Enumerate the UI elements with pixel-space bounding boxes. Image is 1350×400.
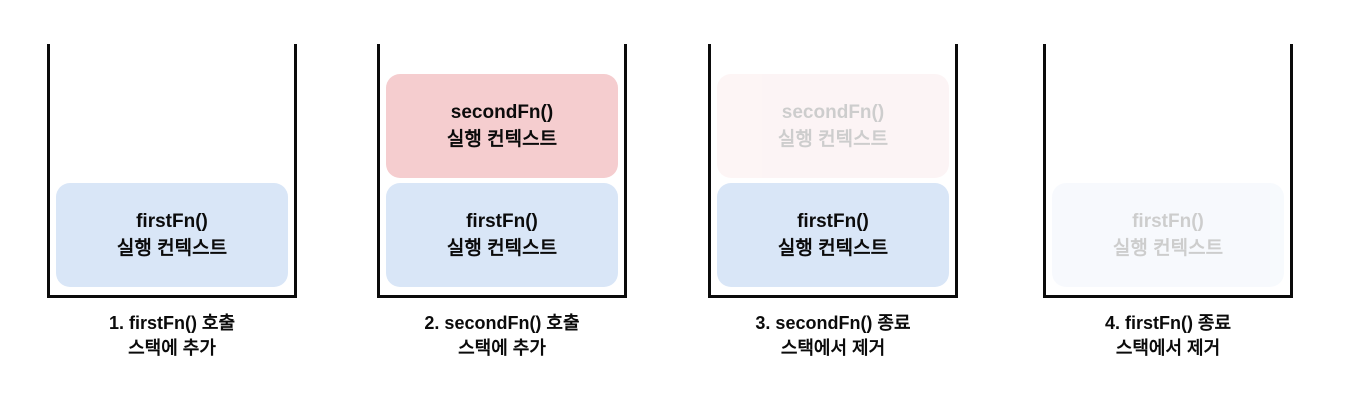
caption-line1: 4. firstFn() 종료: [1104, 313, 1232, 333]
execution-context-box-secondFn: secondFn() 실행 컨텍스트: [717, 74, 949, 178]
execution-context-box-firstFn: firstFn() 실행 컨텍스트: [1052, 183, 1284, 287]
stack-panel-step-2: secondFn() 실행 컨텍스트 firstFn() 실행 컨텍스트 2. …: [377, 44, 627, 361]
execution-context-box-firstFn: firstFn() 실행 컨텍스트: [717, 183, 949, 287]
execution-context-box-firstFn: firstFn() 실행 컨텍스트: [386, 183, 618, 287]
context-function-name: secondFn(): [450, 102, 554, 123]
panel-caption: 1. firstFn() 호출 스택에 추가: [47, 311, 297, 361]
panel-caption: 4. firstFn() 종료 스택에서 제거: [1043, 311, 1293, 361]
stack-container: secondFn() 실행 컨텍스트 firstFn() 실행 컨텍스트: [708, 44, 958, 298]
context-label: 실행 컨텍스트: [446, 129, 558, 150]
context-label: 실행 컨텍스트: [777, 129, 889, 150]
caption-line2: 스택에 추가: [128, 338, 216, 358]
context-label: 실행 컨텍스트: [1112, 238, 1224, 259]
caption-line2: 스택에서 제거: [1115, 338, 1221, 358]
stack-container: firstFn() 실행 컨텍스트: [1043, 44, 1293, 298]
context-label: 실행 컨텍스트: [116, 238, 228, 259]
caption-line2: 스택에서 제거: [780, 338, 886, 358]
caption-line1: 3. secondFn() 종료: [755, 313, 911, 333]
panel-caption: 2. secondFn() 호출 스택에 추가: [377, 311, 627, 361]
stack-panel-step-4: firstFn() 실행 컨텍스트 4. firstFn() 종료 스택에서 제…: [1043, 44, 1293, 361]
stack-container: firstFn() 실행 컨텍스트: [47, 44, 297, 298]
stack-container: secondFn() 실행 컨텍스트 firstFn() 실행 컨텍스트: [377, 44, 627, 298]
context-function-name: firstFn(): [1132, 211, 1204, 232]
context-label: 실행 컨텍스트: [777, 238, 889, 259]
panel-caption: 3. secondFn() 종료 스택에서 제거: [708, 311, 958, 361]
context-function-name: firstFn(): [466, 211, 538, 232]
context-function-name: firstFn(): [136, 211, 208, 232]
context-label: 실행 컨텍스트: [446, 238, 558, 259]
execution-context-box-firstFn: firstFn() 실행 컨텍스트: [56, 183, 288, 287]
context-function-name: firstFn(): [797, 211, 869, 232]
stack-panel-step-1: firstFn() 실행 컨텍스트 1. firstFn() 호출 스택에 추가: [47, 44, 297, 361]
caption-line1: 1. firstFn() 호출: [108, 313, 236, 333]
caption-line2: 스택에 추가: [458, 338, 546, 358]
execution-context-box-secondFn: secondFn() 실행 컨텍스트: [386, 74, 618, 178]
context-function-name: secondFn(): [781, 102, 885, 123]
caption-line1: 2. secondFn() 호출: [424, 313, 580, 333]
stack-panel-step-3: secondFn() 실행 컨텍스트 firstFn() 실행 컨텍스트 3. …: [708, 44, 958, 361]
